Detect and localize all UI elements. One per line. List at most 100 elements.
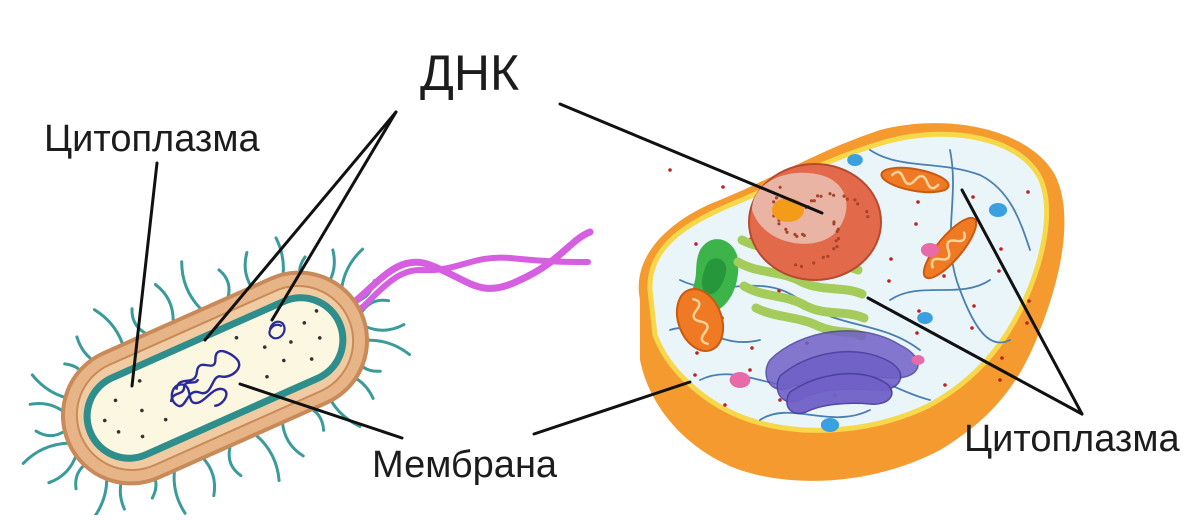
pore-dot bbox=[821, 255, 825, 259]
cytoskeleton-strand bbox=[869, 149, 1031, 251]
ribosome-dot bbox=[102, 418, 107, 423]
pilus bbox=[217, 268, 231, 301]
pore-dot bbox=[772, 200, 776, 204]
pore-dot bbox=[866, 215, 870, 219]
bacterium-flagellum bbox=[326, 228, 594, 325]
ribosome-dot bbox=[695, 351, 699, 355]
pilus bbox=[362, 323, 406, 332]
pore-dot bbox=[784, 227, 788, 231]
pilus bbox=[21, 441, 71, 465]
ribosome-dot bbox=[778, 398, 782, 402]
pore-dot bbox=[812, 261, 816, 265]
ribosome-dot bbox=[1026, 190, 1030, 194]
ribosome-dot bbox=[889, 257, 893, 261]
bacterium-illustration bbox=[21, 228, 594, 518]
ribosome-dot bbox=[163, 417, 168, 422]
pointer-dna-bacterium-plasmid bbox=[270, 110, 398, 322]
vesicle bbox=[820, 418, 840, 432]
pore-dot bbox=[832, 193, 836, 197]
vesicle bbox=[847, 154, 863, 166]
bacterium-nucleoid bbox=[169, 349, 241, 408]
vesicle bbox=[729, 372, 751, 388]
ribosome-dot bbox=[777, 289, 781, 293]
pilus bbox=[153, 283, 175, 322]
animal-cell-illustration bbox=[638, 123, 1065, 481]
ribosome-dot bbox=[265, 374, 269, 379]
pilus bbox=[255, 434, 281, 482]
pointer-cytoplasm-cell-lower bbox=[866, 296, 1084, 416]
ribosome-dot bbox=[887, 279, 891, 283]
ribosome-dot bbox=[309, 357, 314, 361]
pointer-membrane-bacterium bbox=[238, 382, 404, 440]
nucleus bbox=[748, 163, 882, 281]
ribosome-dot bbox=[997, 269, 1001, 273]
ribosome-dot bbox=[234, 335, 239, 340]
pore-dot bbox=[834, 239, 838, 243]
ribosome-dot bbox=[1027, 299, 1031, 303]
ribosome-dot bbox=[998, 378, 1002, 382]
mitochondrion-outer bbox=[675, 288, 725, 352]
pointer-membrane-cell bbox=[532, 380, 692, 436]
pore-dot bbox=[785, 230, 789, 234]
vesicle bbox=[920, 243, 940, 257]
pilus bbox=[227, 446, 243, 478]
pore-dot bbox=[816, 194, 820, 198]
mitochondrion-cristae bbox=[930, 231, 966, 269]
pore-dot bbox=[865, 210, 869, 214]
pore-dot bbox=[799, 264, 804, 268]
pore-dot bbox=[835, 245, 839, 249]
pore-dot bbox=[828, 192, 832, 196]
mitochondrion bbox=[922, 216, 978, 280]
pore-dot bbox=[812, 199, 816, 203]
ribosome-dot bbox=[694, 242, 698, 246]
ribosome-dot bbox=[140, 434, 145, 439]
ribosome-dot bbox=[999, 247, 1003, 251]
label-membrane: Мембрана bbox=[372, 444, 558, 486]
golgi-apparatus bbox=[765, 330, 919, 415]
pore-dot bbox=[774, 196, 779, 200]
ribosome-dot bbox=[748, 368, 752, 372]
pore-dot bbox=[835, 229, 839, 233]
pilus bbox=[280, 420, 305, 458]
nucleolus bbox=[772, 198, 804, 222]
vesicles bbox=[729, 154, 1008, 432]
ribosome-dot bbox=[289, 340, 293, 344]
ribosome-dot bbox=[116, 430, 121, 434]
mitochondrion-cristae bbox=[692, 297, 710, 346]
label-cytoplasm-cell: Цитоплазма bbox=[964, 418, 1180, 460]
ribosome-dot bbox=[137, 379, 142, 383]
pointer-lines bbox=[130, 102, 1084, 440]
ribosome-dot bbox=[1025, 321, 1029, 325]
ribosome-dot bbox=[282, 358, 286, 363]
pilus bbox=[180, 260, 202, 310]
pore-dot bbox=[845, 197, 849, 201]
ribosome-dot bbox=[915, 331, 919, 335]
ribosome-dot bbox=[113, 398, 118, 403]
pore-dot bbox=[836, 237, 841, 241]
label-cytoplasm-bacterium: Цитоплазма bbox=[44, 118, 260, 160]
ribosome-dot bbox=[916, 200, 920, 204]
ribosome-dot bbox=[943, 383, 947, 387]
ribosome-dot bbox=[140, 408, 144, 413]
pointer-dna-nucleus bbox=[558, 102, 824, 215]
ribosome-dot bbox=[750, 346, 754, 350]
pore-dot bbox=[794, 263, 798, 267]
vesicle bbox=[988, 203, 1008, 217]
bacterium-plasmid bbox=[268, 320, 286, 340]
vesicle bbox=[917, 312, 933, 324]
pore-dot bbox=[856, 202, 860, 206]
ribosome-dot bbox=[262, 345, 267, 349]
ribosome-dot bbox=[914, 222, 918, 226]
er-membrane bbox=[733, 257, 867, 299]
ribosome-dot bbox=[1000, 356, 1004, 360]
ribosome-dot bbox=[314, 309, 319, 313]
pore-dot bbox=[853, 198, 857, 202]
bacterium-ribosomes bbox=[102, 309, 322, 439]
pore-dot bbox=[801, 232, 805, 236]
ribosome-dot bbox=[302, 321, 307, 325]
pore-dot bbox=[832, 247, 836, 251]
er-membrane bbox=[739, 281, 869, 323]
pore-dot bbox=[793, 232, 797, 237]
pore-dot bbox=[809, 199, 814, 203]
